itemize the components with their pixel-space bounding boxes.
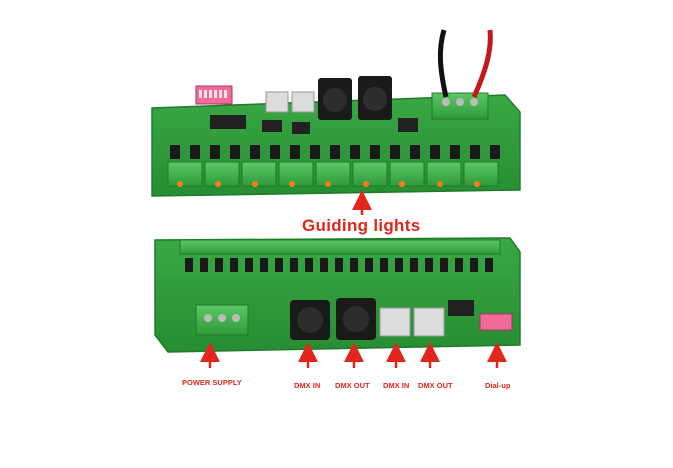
top-rj45-1	[265, 91, 289, 113]
black-probe-wire	[437, 29, 449, 98]
top-ic-chip-4	[398, 118, 418, 132]
dmx-out-label-1: DMX OUT	[335, 381, 370, 390]
top-power-terminal	[431, 92, 489, 120]
top-ic-chip-2	[262, 120, 282, 132]
bottom-xlr-out	[336, 298, 376, 340]
top-terminal-row	[167, 161, 499, 187]
bottom-power-terminal	[195, 304, 249, 336]
top-ic-chip-3	[292, 122, 310, 134]
bottom-terminal-row	[179, 239, 501, 255]
bottom-rj45-in	[379, 307, 411, 337]
top-transistor-row	[170, 145, 500, 159]
top-guiding-leds	[177, 181, 480, 187]
guiding-lights-label: Guiding lights	[302, 216, 421, 235]
bottom-rj45-out	[413, 307, 445, 337]
top-ic-chip-1	[210, 115, 246, 129]
bottom-dip-switch	[479, 313, 513, 331]
dial-up-label: Dial-up	[485, 381, 511, 390]
red-probe-wire	[471, 29, 493, 99]
dmx-out-label-2: DMX OUT	[418, 381, 453, 390]
top-xlr-connector-1	[318, 78, 352, 120]
bottom-xlr-in	[290, 300, 330, 340]
bottom-transistor-row	[185, 258, 493, 272]
bottom-ic-chip	[448, 300, 474, 316]
top-board	[151, 29, 521, 197]
top-rj45-2	[291, 91, 315, 113]
power-supply-label: POWER SUPPLY	[182, 378, 242, 387]
bottom-board	[154, 237, 521, 353]
dmx-in-label-1: DMX IN	[294, 381, 321, 390]
top-xlr-connector-2	[358, 76, 392, 120]
dmx-in-label-2: DMX IN	[383, 381, 410, 390]
